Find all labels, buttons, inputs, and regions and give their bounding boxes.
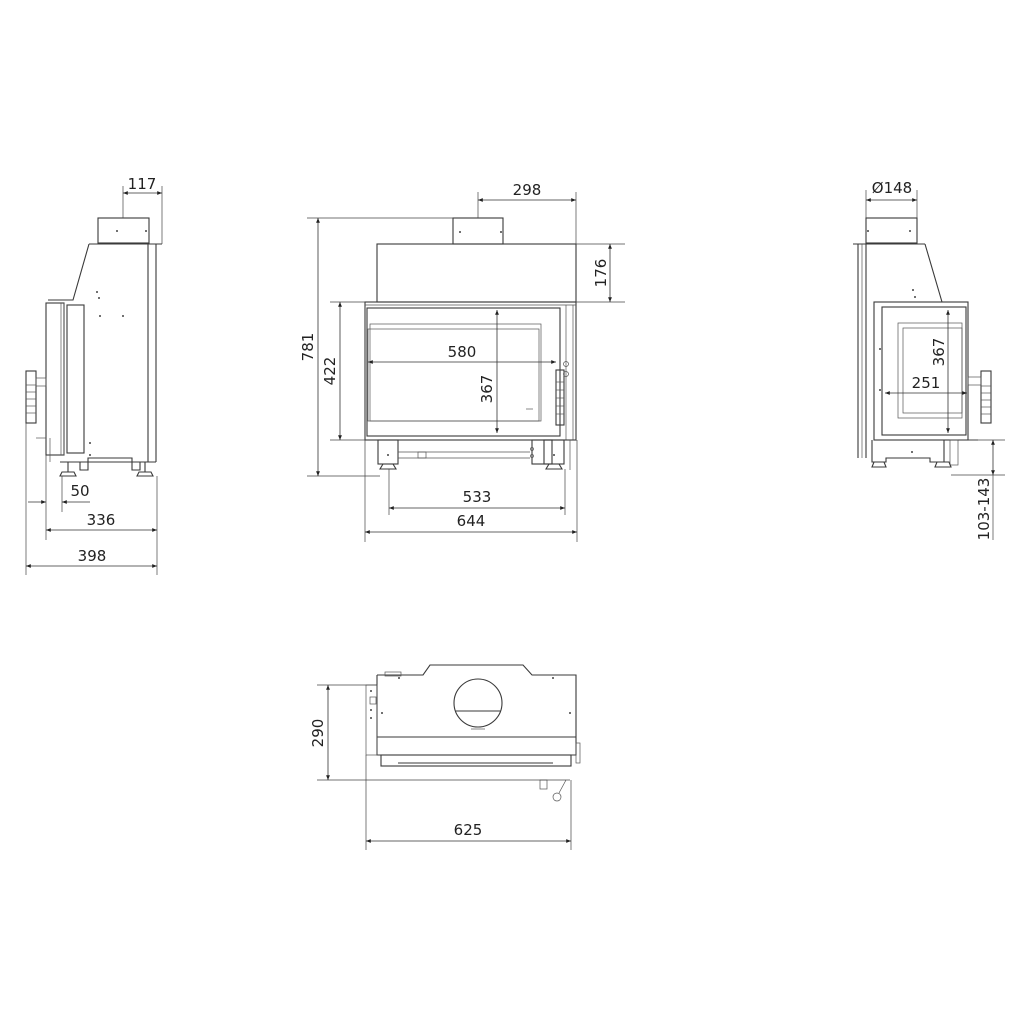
dim-front-glass-width: 580 bbox=[448, 343, 477, 361]
top-view: 290 625 bbox=[309, 664, 581, 850]
side-view-right: Ø148 367 251 103-143 bbox=[853, 179, 1005, 540]
dim-right-glass-width: 251 bbox=[912, 374, 941, 392]
dim-top-width: 625 bbox=[454, 821, 483, 839]
dim-front-total-height: 781 bbox=[299, 333, 317, 362]
dim-side-total-depth: 398 bbox=[78, 547, 107, 565]
dim-front-glass-height: 367 bbox=[478, 375, 496, 404]
dim-right-flue-diameter: Ø148 bbox=[872, 179, 912, 197]
dim-side-flue-offset: 117 bbox=[128, 175, 157, 193]
dim-top-depth: 290 bbox=[309, 719, 327, 748]
dim-front-top-height: 176 bbox=[592, 259, 610, 288]
dim-right-glass-height: 367 bbox=[930, 338, 948, 367]
dim-right-leg-height: 103-143 bbox=[975, 478, 993, 541]
dim-side-front-offset: 50 bbox=[70, 482, 89, 500]
dim-front-door-height: 422 bbox=[321, 357, 339, 386]
front-view: 298 176 781 422 580 367 533 644 bbox=[299, 181, 625, 542]
dim-front-leg-spacing: 533 bbox=[463, 488, 492, 506]
dim-front-flue-offset: 298 bbox=[513, 181, 542, 199]
side-view-left: 117 50 336 398 bbox=[25, 175, 163, 575]
dim-front-total-width: 644 bbox=[457, 512, 486, 530]
dim-side-body-depth: 336 bbox=[87, 511, 116, 529]
